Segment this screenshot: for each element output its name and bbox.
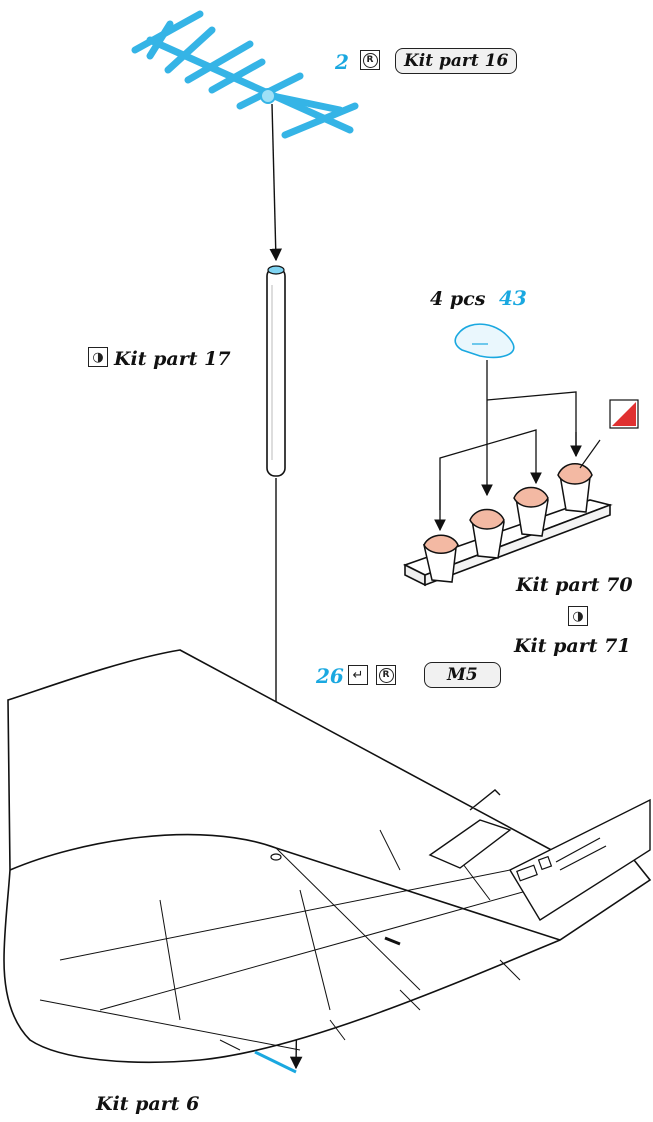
bracket-part-label: M5: [424, 662, 501, 688]
bulb-sockets: [423, 463, 593, 583]
antenna-hub: [260, 88, 276, 104]
bulb-base-part: [402, 499, 613, 587]
slot-marker: [254, 1050, 297, 1074]
bulb-clear-part: [454, 323, 515, 359]
base-part-label-a: Kit part 70: [516, 574, 633, 596]
wing-slot: [384, 936, 401, 946]
bulb-arrows: [434, 360, 582, 532]
antenna-number: 2: [335, 50, 349, 74]
registered-icon: R: [360, 50, 380, 70]
registered-icon: R: [376, 665, 396, 685]
base-part-label-b: Kit part 71: [514, 635, 631, 657]
arrow-antenna-mast: [269, 103, 283, 262]
wing-part-label: Kit part 6: [96, 1093, 200, 1115]
wing-mount-hole: [270, 853, 282, 861]
mast-part-label: Kit part 17: [114, 348, 231, 370]
antenna-part: [131, 10, 359, 139]
wing-part: [3, 649, 652, 1063]
mast-part: [266, 265, 286, 477]
yin-yang-icon: ◑: [568, 606, 588, 626]
bulbs-number: 43: [499, 286, 527, 310]
bracket-number: 26: [316, 664, 344, 688]
wing-vents: [516, 837, 607, 882]
antenna-part-label: Kit part 16: [395, 48, 518, 74]
bulbs-quantity: 4 pcs: [430, 288, 486, 310]
bend-icon: ↵: [348, 665, 368, 685]
yin-yang-icon: ◑: [88, 347, 108, 367]
paint-swatch-icon: [579, 399, 639, 469]
wing-panel-lines: [59, 829, 561, 1051]
